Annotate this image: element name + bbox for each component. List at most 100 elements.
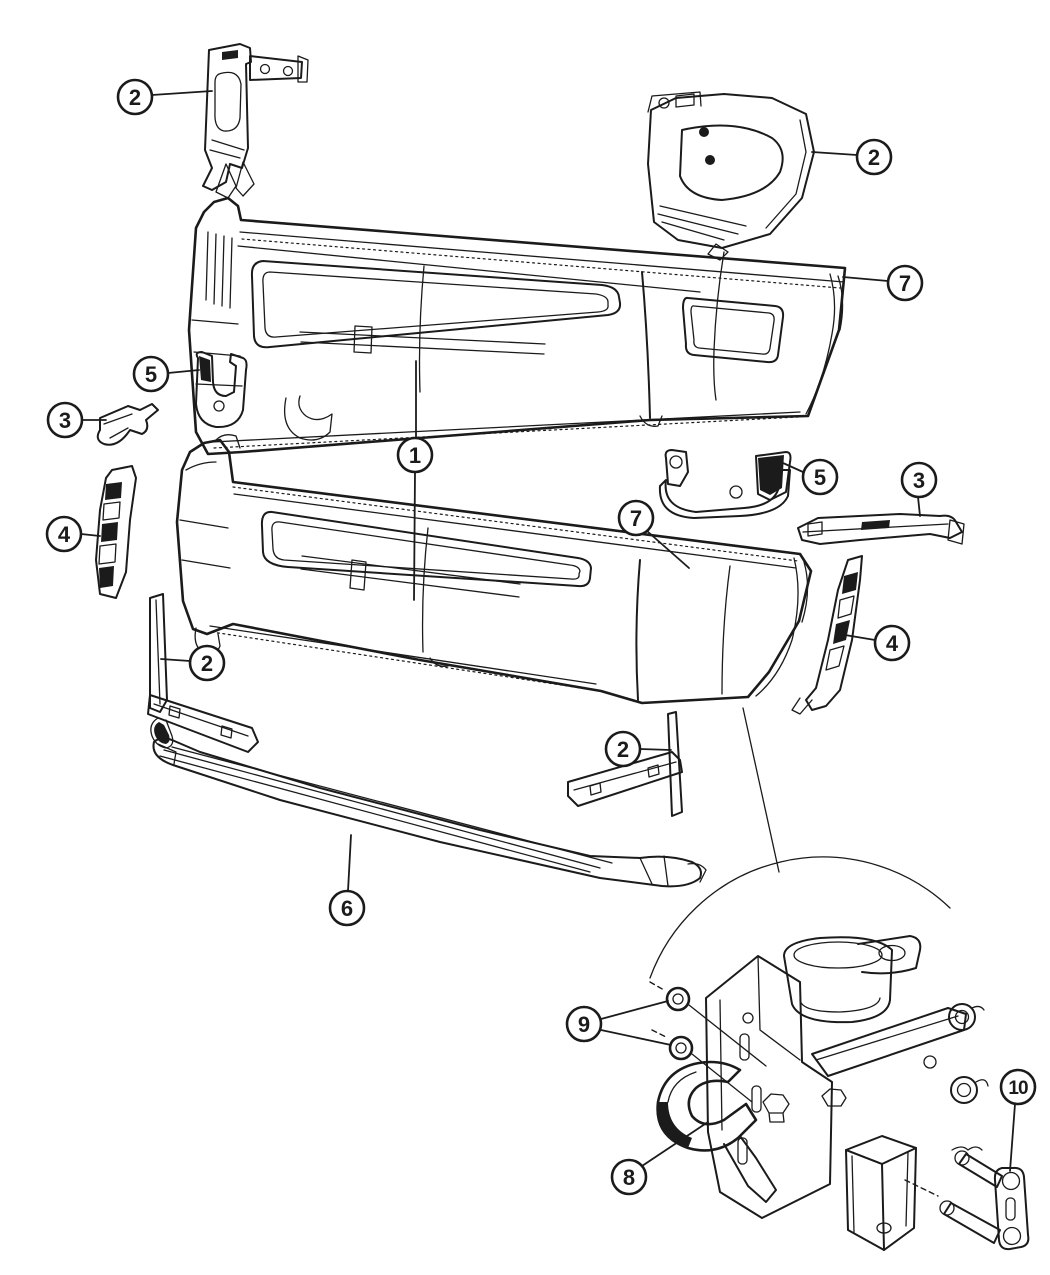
bracket-2-lm-vertical — [667, 711, 683, 817]
callout-6-air-dam[interactable]: 6 — [328, 889, 366, 927]
callout-balloon[interactable] — [617, 499, 655, 537]
eyelet-hook — [975, 1079, 989, 1087]
callout-leader-line — [811, 151, 858, 156]
clip-3-left — [96, 403, 159, 446]
panel-seam — [713, 251, 725, 401]
pin-link-hole — [1002, 1226, 1022, 1246]
bolt-dot — [705, 155, 715, 165]
callout-10-pin-kit[interactable]: 10 — [999, 1068, 1037, 1106]
callout-2-lower-mid-bracket[interactable]: 2 — [604, 730, 642, 768]
rail-eyelet — [948, 1003, 976, 1031]
callout-label: 3 — [59, 408, 71, 433]
bracket-hole — [259, 63, 271, 75]
callout-5-right-bracket[interactable]: 5 — [801, 458, 839, 496]
callout-label: 7 — [630, 506, 642, 531]
callout-leader-line — [80, 533, 101, 537]
callout-balloon[interactable] — [801, 458, 839, 496]
bracket-4-cell — [105, 482, 122, 500]
mount-plate-outline — [705, 955, 833, 1219]
end-cap-seam — [721, 565, 731, 695]
bracket-hole — [729, 485, 743, 499]
cross-rail — [811, 1007, 967, 1077]
callout-2-top-left-bracket[interactable]: 2 — [116, 78, 154, 116]
bracket-4-cell — [825, 645, 845, 671]
callout-balloon[interactable] — [396, 436, 434, 474]
callout-label: 5 — [814, 465, 826, 490]
callout-leader-line — [347, 834, 352, 892]
callout-balloon[interactable] — [565, 1005, 603, 1043]
crash-can-inner — [799, 997, 881, 1013]
callout-4-left-side-bracket[interactable]: 4 — [45, 515, 83, 553]
callout-2-top-right-bracket[interactable]: 2 — [855, 138, 893, 176]
callout-balloon[interactable] — [188, 644, 226, 682]
pin-link-plate — [993, 1166, 1030, 1251]
bracket-5-right-body — [658, 469, 791, 519]
callout-label: 1 — [409, 443, 421, 468]
callout-balloon[interactable] — [873, 624, 911, 662]
bumper-lower-bottom-line — [209, 625, 597, 685]
bumper-upper-band-hatch — [241, 238, 841, 289]
flange-hole — [878, 944, 906, 962]
callout-9-mounting-nuts[interactable]: 9 — [565, 1005, 603, 1043]
callout-balloon[interactable] — [132, 355, 170, 393]
callout-label: 4 — [886, 631, 899, 656]
callout-balloon[interactable] — [46, 401, 84, 439]
plate-hole — [923, 1055, 937, 1069]
callout-leader-line — [151, 90, 213, 96]
callout-label: 2 — [129, 85, 141, 110]
callout-2-lower-left-bracket[interactable]: 2 — [188, 644, 226, 682]
callout-leader-line — [842, 276, 889, 282]
crash-can-flange — [857, 935, 922, 975]
bolt-dot — [699, 127, 709, 137]
bracket-top-left-arm — [249, 55, 303, 81]
callout-5-left-bracket[interactable]: 5 — [132, 355, 170, 393]
callout-8-tow-hook[interactable]: 8 — [610, 1158, 648, 1196]
callout-7-upper-end-cap[interactable]: 7 — [886, 264, 924, 302]
callout-4-right-side-bracket[interactable]: 4 — [873, 624, 911, 662]
flange-nut-inner — [672, 993, 684, 1005]
end-cap-creases-left — [179, 461, 231, 569]
bumper-lower-curl — [283, 395, 333, 441]
flange-nut — [668, 1035, 694, 1061]
callout-balloon[interactable] — [116, 78, 154, 116]
license-bar — [299, 331, 546, 355]
callout-1-bumper-face-bars[interactable]: 1 — [396, 436, 434, 474]
callout-balloon[interactable] — [886, 264, 924, 302]
detail-view — [649, 707, 1030, 1251]
rail-3-right-endhook — [947, 519, 965, 545]
callout-balloon[interactable] — [855, 138, 893, 176]
bracket-top-left — [202, 43, 309, 199]
callout-balloon[interactable] — [604, 730, 642, 768]
bracket-4-cell — [101, 522, 118, 542]
callout-balloon[interactable] — [45, 515, 83, 553]
callout-leader-line — [782, 462, 804, 473]
bracket-2-ll-vertical — [149, 593, 168, 713]
callout-balloon[interactable] — [610, 1158, 648, 1196]
detail-arc — [649, 856, 951, 979]
air-dam-outline — [152, 737, 702, 888]
callout-label: 9 — [578, 1012, 590, 1037]
bracket-4-cell — [842, 572, 858, 594]
plate-slot — [751, 1085, 762, 1113]
rail-3-right-shade — [861, 520, 890, 530]
bumper-lower-slot-inner — [271, 521, 581, 580]
bracket-4-cell — [98, 543, 117, 565]
callout-leader-line — [600, 1000, 669, 1020]
cross-rail-line — [815, 1015, 959, 1061]
bracket-5-right — [658, 449, 792, 519]
bracket-top-left-opening — [214, 71, 242, 132]
bumper-upper-bottom-line — [211, 411, 801, 443]
callout-7-lower-end-cap[interactable]: 7 — [617, 499, 655, 537]
bumper-lower-outline — [175, 438, 813, 705]
callout-3-right-rail[interactable]: 3 — [900, 461, 938, 499]
bracket-hole — [213, 400, 225, 412]
pin-bolt — [943, 1202, 1001, 1244]
callout-balloon[interactable] — [328, 889, 366, 927]
callout-balloon[interactable] — [900, 461, 938, 499]
callout-leader-line — [160, 658, 191, 662]
callout-3-left-clip[interactable]: 3 — [46, 401, 84, 439]
bracket-2-ll-vline — [155, 599, 161, 705]
bracket-top-right-outline — [647, 93, 815, 249]
callout-balloon[interactable] — [999, 1068, 1037, 1106]
end-cap-stripes-left — [205, 231, 233, 309]
